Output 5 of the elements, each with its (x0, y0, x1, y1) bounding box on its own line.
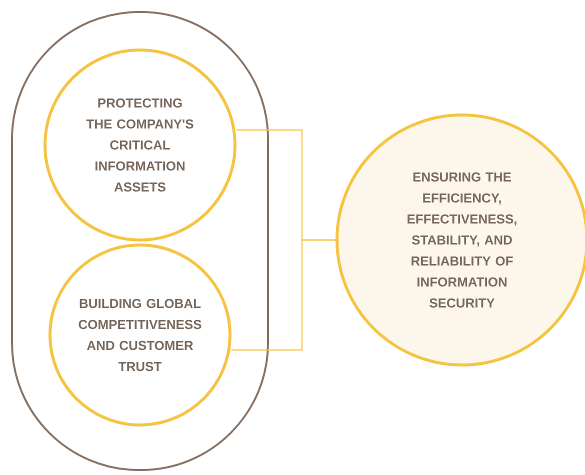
circle-node: ENSURING THE EFFICIENCY, EFFECTIVENESS, STABILITY, AND RELIABILITY OF INFORMATION SECURITY (336, 114, 585, 366)
capsule-outline (11, 11, 269, 471)
circle-node: PROTECTING THE COMPANY'S CRITICAL INFORMATION ASSETS (44, 48, 236, 242)
circle-node: BUILDING GLOBAL COMPETITIVENESS AND CUSTOMER TRUST (48, 244, 232, 426)
bracket-connector (232, 239, 336, 351)
